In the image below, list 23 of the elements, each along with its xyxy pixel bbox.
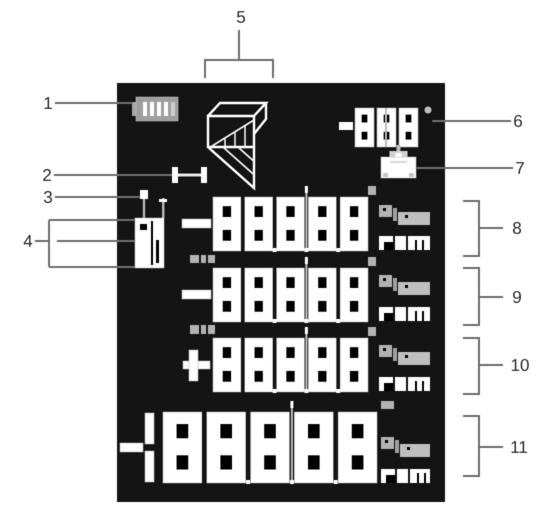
leader-line (34, 219, 136, 268)
device-icon (134, 218, 164, 268)
callout-number: 9 (513, 290, 521, 304)
callout-number: 6 (514, 114, 522, 128)
battery-icon (132, 96, 178, 122)
antenna-icon (140, 190, 148, 218)
leader-line (54, 102, 132, 104)
segment-digits (339, 106, 432, 148)
distance-icon (172, 167, 207, 183)
callout-number: 10 (512, 358, 529, 372)
callout-number: 1 (44, 97, 52, 109)
leader-line (54, 196, 140, 198)
callout-number: 5 (236, 11, 245, 23)
callout-number: 3 (44, 190, 52, 204)
leader-line (54, 174, 172, 176)
callout-number: 11 (511, 441, 527, 453)
callout-number: 8 (513, 222, 521, 234)
leader-line (432, 120, 512, 122)
mount-icon (380, 145, 416, 178)
leader-line (416, 167, 514, 169)
callout-number: 2 (43, 169, 51, 181)
callout-number: 4 (24, 235, 32, 247)
callout-number: 7 (516, 162, 524, 174)
